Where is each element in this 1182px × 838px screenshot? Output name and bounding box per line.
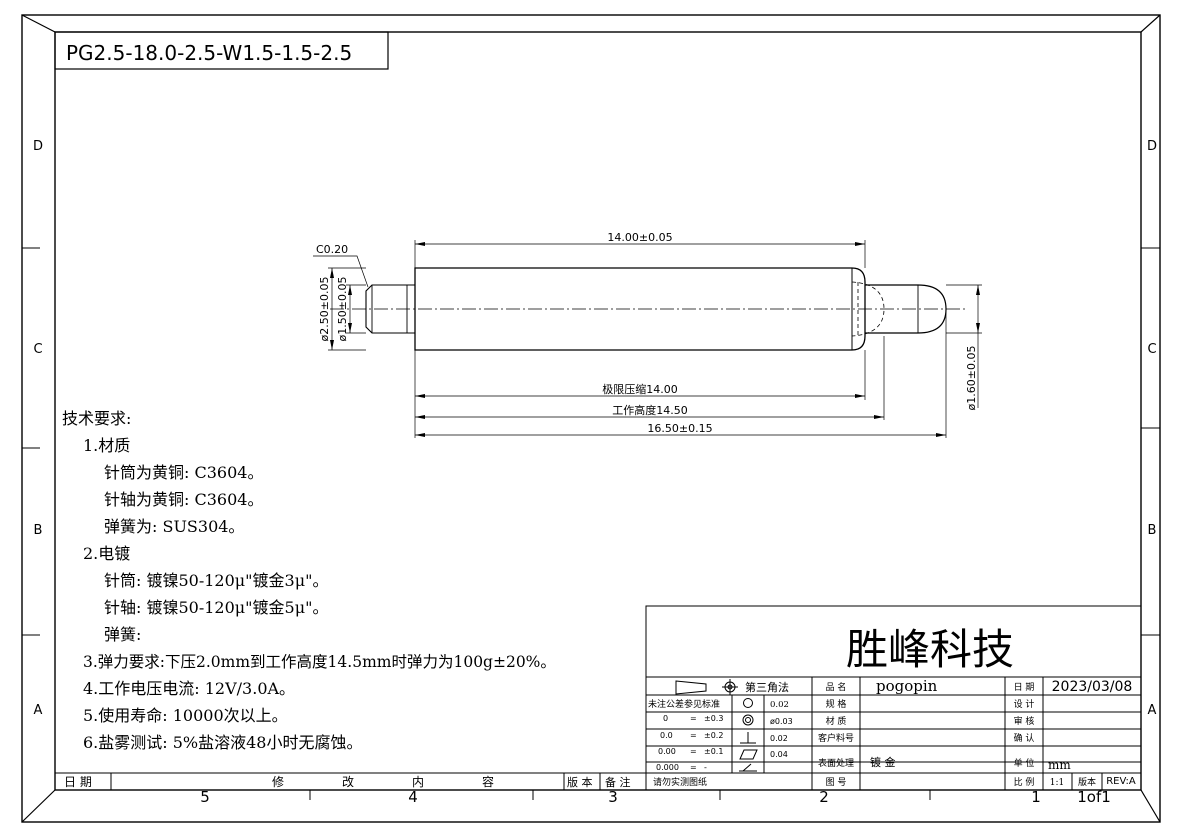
revision-change-label: 修 bbox=[272, 774, 284, 789]
dim-tail-diameter: ø1.50±0.05 bbox=[336, 277, 349, 342]
flatness-icon bbox=[739, 749, 758, 760]
geo-tolerance-value: 0.04 bbox=[770, 750, 788, 759]
revision-change-label: 容 bbox=[482, 774, 494, 789]
value-version: REV:A bbox=[1106, 776, 1136, 787]
zone-letter-right: A bbox=[1148, 703, 1157, 718]
geo-tolerance-value: ø0.03 bbox=[770, 717, 793, 726]
dim-working-height: 工作高度14.50 bbox=[612, 403, 688, 417]
label-date: 日 期 bbox=[1014, 682, 1035, 693]
label-unit: 单 位 bbox=[1014, 757, 1035, 769]
zone-number: 4 bbox=[408, 788, 418, 806]
tolerance-title: 未注公差参见标准 bbox=[648, 698, 720, 710]
label-scale: 比 例 bbox=[1014, 776, 1035, 788]
part-number: PG2.5-18.0-2.5-W1.5-1.5-2.5 bbox=[66, 41, 352, 65]
label-design: 设 计 bbox=[1014, 698, 1035, 710]
value-unit: mm bbox=[1048, 758, 1071, 772]
zone-number: 3 bbox=[608, 788, 618, 806]
zone-letter-right: C bbox=[1147, 342, 1156, 357]
zone-letter-left: B bbox=[34, 523, 43, 538]
revision-version-label: 版 本 bbox=[567, 775, 593, 789]
label-version: 版本 bbox=[1078, 776, 1096, 788]
label-product-name: 品 名 bbox=[826, 681, 847, 693]
dim-barrel-diameter: ø2.50±0.05 bbox=[318, 277, 331, 342]
sheet-count: 1of1 bbox=[1077, 788, 1111, 806]
tolerance-eq: = bbox=[690, 747, 697, 756]
dim-max-compression: 极限压缩14.00 bbox=[602, 382, 678, 396]
revision-date-label: 日 期 bbox=[64, 775, 92, 789]
dim-total-length: 16.50±0.15 bbox=[647, 422, 712, 435]
tech-note-line: 弹簧为: SUS304。 bbox=[104, 517, 244, 536]
no-scale-note: 请勿实测图纸 bbox=[653, 776, 707, 788]
value-date: 2023/03/08 bbox=[1052, 679, 1133, 695]
zone-letter-left: D bbox=[33, 139, 43, 154]
tech-note-line: 6.盐雾测试: 5%盐溶液48小时无腐蚀。 bbox=[83, 733, 363, 752]
tech-note-line: 针轴: 镀镍50-120μ"镀金5μ"。 bbox=[104, 598, 328, 617]
zone-letter-left: A bbox=[34, 703, 43, 718]
tolerance-range: 0 bbox=[663, 714, 668, 723]
projection-symbol-icon bbox=[675, 679, 738, 695]
tolerance-range: 0.0 bbox=[660, 731, 673, 740]
tech-note-line: 2.电镀 bbox=[83, 544, 130, 563]
tolerance-eq: = bbox=[690, 731, 697, 740]
zone-letter-left: C bbox=[33, 342, 42, 357]
dim-chamfer: C0.20 bbox=[316, 243, 348, 256]
tolerance-value: - bbox=[704, 763, 707, 772]
tolerance-eq: = bbox=[690, 714, 697, 723]
geo-tolerance-value: 0.02 bbox=[770, 734, 788, 743]
tolerance-value: ±0.3 bbox=[704, 714, 723, 723]
zone-number: 2 bbox=[819, 788, 829, 806]
tolerance-value: ±0.2 bbox=[704, 731, 723, 740]
label-review: 审 核 bbox=[1014, 715, 1035, 727]
tech-note-line: 3.弹力要求:下压2.0mm到工作高度14.5mm时弹力为100g±20%。 bbox=[83, 653, 556, 671]
revision-change-label: 改 bbox=[342, 775, 354, 789]
value-product-name: pogopin bbox=[876, 677, 938, 695]
label-drawing-no: 图 号 bbox=[826, 777, 847, 788]
tech-note-line: 针筒: 镀镍50-120μ"镀金3μ"。 bbox=[104, 571, 328, 590]
tech-note-line: 4.工作电压电流: 12V/3.0A。 bbox=[83, 679, 295, 698]
projection-label: 第三角法 bbox=[745, 680, 789, 694]
tech-note-line: 弹簧: bbox=[104, 625, 141, 644]
dim-barrel-length: 14.00±0.05 bbox=[607, 231, 672, 244]
tech-note-line: 5.使用寿命: 10000次以上。 bbox=[83, 706, 288, 725]
tolerance-range: 0.00 bbox=[658, 747, 676, 756]
label-material: 材 质 bbox=[826, 715, 847, 727]
company-name: 胜峰科技 bbox=[846, 625, 1014, 674]
geo-tolerance-value: 0.02 bbox=[770, 700, 789, 710]
tech-note-line: 针轴为黄铜: C3604。 bbox=[104, 490, 263, 509]
label-spec: 规 格 bbox=[826, 698, 847, 710]
tech-notes: 技术要求: 1.材质 针筒为黄铜: C3604。 针轴为黄铜: C3604。 弹… bbox=[62, 409, 556, 752]
part-number-box bbox=[54, 31, 389, 70]
part-drawing bbox=[330, 267, 968, 351]
value-scale: 1:1 bbox=[1050, 778, 1064, 788]
value-surface: 镀 金 bbox=[870, 755, 896, 769]
angularity-icon bbox=[739, 763, 757, 772]
zone-letter-right: B bbox=[1148, 523, 1157, 538]
tech-note-line: 技术要求: bbox=[62, 409, 131, 428]
tolerance-value: ±0.1 bbox=[704, 747, 723, 756]
tolerance-eq: = bbox=[690, 763, 697, 772]
perpendicularity-icon bbox=[740, 732, 756, 744]
tolerance-range: 0.000 bbox=[656, 763, 679, 772]
tech-note-line: 1.材质 bbox=[83, 436, 130, 455]
title-block bbox=[645, 605, 1142, 791]
revision-note-label: 备 注 bbox=[605, 775, 631, 789]
zone-letter-right: D bbox=[1147, 139, 1157, 154]
zone-number: 1 bbox=[1031, 788, 1041, 806]
label-customer-no: 客户料号 bbox=[818, 732, 854, 744]
label-confirm: 确 认 bbox=[1014, 732, 1035, 744]
revision-change-label: 内 bbox=[412, 775, 424, 789]
roundness-icon bbox=[743, 698, 753, 708]
zone-number: 5 bbox=[200, 788, 210, 806]
label-surface: 表面处理 bbox=[818, 757, 854, 769]
dim-plunger-diameter: ø1.60±0.05 bbox=[965, 346, 978, 411]
tech-note-line: 针筒为黄铜: C3604。 bbox=[104, 463, 263, 482]
concentricity-icon bbox=[742, 714, 754, 726]
